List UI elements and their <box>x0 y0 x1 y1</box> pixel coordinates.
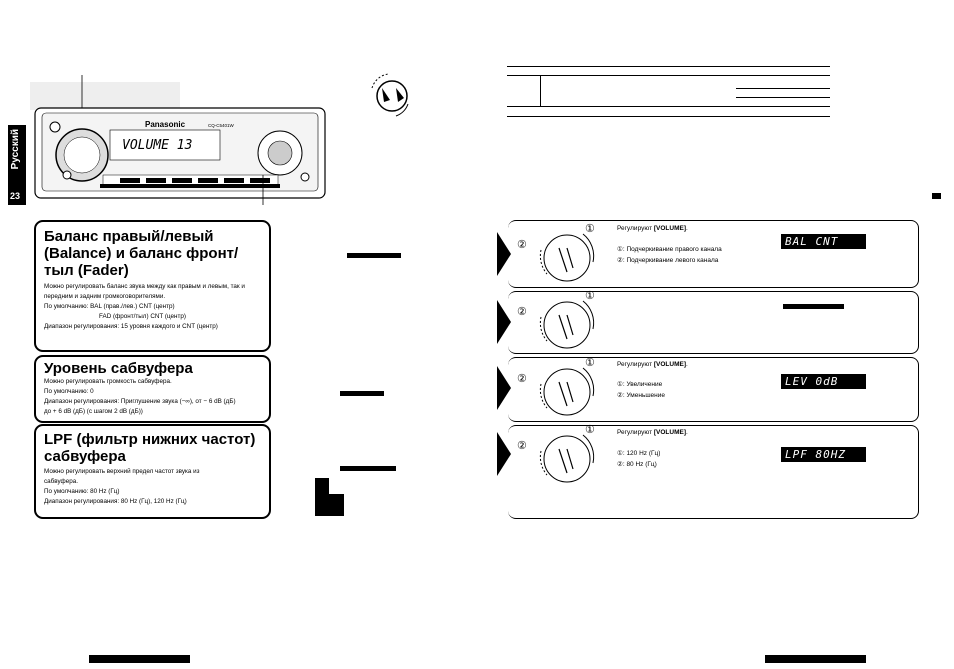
language-label: Русский <box>10 129 21 170</box>
rotate-dial-icon <box>371 73 409 117</box>
step-option: ②: Подчеркивание левого канала <box>617 257 719 264</box>
default-value: По умолчанию: BAL (прав./лев.) CNT (цент… <box>44 303 175 310</box>
default-value: По умолчанию: 80 Hz (Гц) <box>44 488 120 495</box>
table-rule <box>507 106 830 107</box>
range-value: до + 6 dB (дБ) (с шагом 2 dB (дБ)) <box>44 408 143 415</box>
label-bar <box>340 466 396 471</box>
label-bar <box>329 494 344 516</box>
lcd-readout: BAL CNT <box>781 234 866 249</box>
section-title: Уровень сабвуфера <box>44 360 193 377</box>
default-value: FAD (фронт/тыл) CNT (центр) <box>99 313 186 320</box>
step-arrow-icon <box>497 366 511 410</box>
preset-buttons[interactable] <box>120 178 270 183</box>
table-rule <box>540 75 541 107</box>
range-value: Диапазон регулирования: 15 уровня каждог… <box>44 323 218 330</box>
lcd-readout: LPF 80HZ <box>781 447 866 462</box>
step-instruction: Регулируют [VOLUME]. <box>617 429 688 436</box>
table-rule <box>507 66 830 67</box>
section-desc: Можно регулировать верхний предел частот… <box>44 468 200 475</box>
language-tab: Русский 23 <box>8 125 26 205</box>
step-instruction: Регулируют [VOLUME]. <box>617 225 688 232</box>
page-number: 23 <box>10 191 21 201</box>
footer-bar <box>765 655 866 663</box>
table-rule <box>736 97 830 98</box>
display-readout: VOLUME 13 <box>122 138 192 153</box>
step-option: ①: Увеличение <box>617 381 663 388</box>
volume-dial-icon: ① ② <box>517 223 595 282</box>
step-option: ①: Подчеркивание правого канала <box>617 246 722 253</box>
section-desc: сабвуфера. <box>44 478 78 485</box>
step-box <box>508 220 919 288</box>
step-option: ①: 120 Hz (Гц) <box>617 450 661 457</box>
dial-label-ccw: ② <box>517 440 527 452</box>
table-rule <box>736 88 830 89</box>
dial-label-cw: ① <box>585 290 595 302</box>
step-box <box>508 425 919 519</box>
model-label: CQ-C5401W <box>208 123 235 128</box>
step-instruction: Регулируют [VOLUME]. <box>617 361 688 368</box>
section-desc: Можно регулировать баланс звука между ка… <box>44 283 245 300</box>
step-arrow-icon <box>497 232 511 276</box>
step-arrow-icon <box>497 300 511 344</box>
range-value: Диапазон регулирования: Приглушение звук… <box>44 398 236 405</box>
default-value: По умолчанию: 0 <box>44 388 94 395</box>
label-bar <box>783 304 844 309</box>
label-bar <box>347 253 401 258</box>
range-value: Диапазон регулирования: 80 Hz (Гц), 120 … <box>44 498 187 505</box>
dial-label-ccw: ② <box>517 373 527 385</box>
section-title: Баланс правый/левый (Balance) и баланс ф… <box>44 228 239 279</box>
dial-label-ccw: ② <box>517 306 527 318</box>
label-bar <box>340 391 384 396</box>
brand-label: Panasonic <box>145 120 186 129</box>
volume-dial-icon: ① ② <box>517 290 595 349</box>
table-rule <box>507 116 830 117</box>
dial-label-cw: ① <box>585 424 595 436</box>
lcd-readout: LEV 0dB <box>781 374 866 389</box>
step-arrow-icon <box>497 432 511 476</box>
dial-label-cw: ① <box>585 223 595 235</box>
label-bar <box>315 478 329 516</box>
dial-label-ccw: ② <box>517 239 527 251</box>
volume-dial-icon: ① ② <box>517 424 595 483</box>
marker <box>932 193 941 199</box>
volume-dial-icon: ① ② <box>517 357 595 416</box>
dial-label-cw: ① <box>585 357 595 369</box>
step-option: ②: 80 Hz (Гц) <box>617 461 657 468</box>
section-title: LPF (фильтр нижних частот) сабвуфера <box>44 431 256 465</box>
table-rule <box>507 75 830 76</box>
section-desc: Можно регулировать громкость сабвуфера. <box>44 378 172 385</box>
step-option: ②: Уменьшение <box>617 392 666 399</box>
step-box <box>508 357 919 422</box>
footer-bar <box>89 655 190 663</box>
step-box <box>508 291 919 354</box>
head-unit-illustration: Panasonic CQ-C5401W VOLUME 13 <box>30 75 326 205</box>
balance-section: Баланс правый/левый (Balance) и баланс ф… <box>34 220 271 352</box>
lpf-section: LPF (фильтр нижних частот) сабвуфера Мож… <box>34 424 271 519</box>
subwoofer-section: Уровень сабвуфера Можно регулировать гро… <box>34 355 271 423</box>
